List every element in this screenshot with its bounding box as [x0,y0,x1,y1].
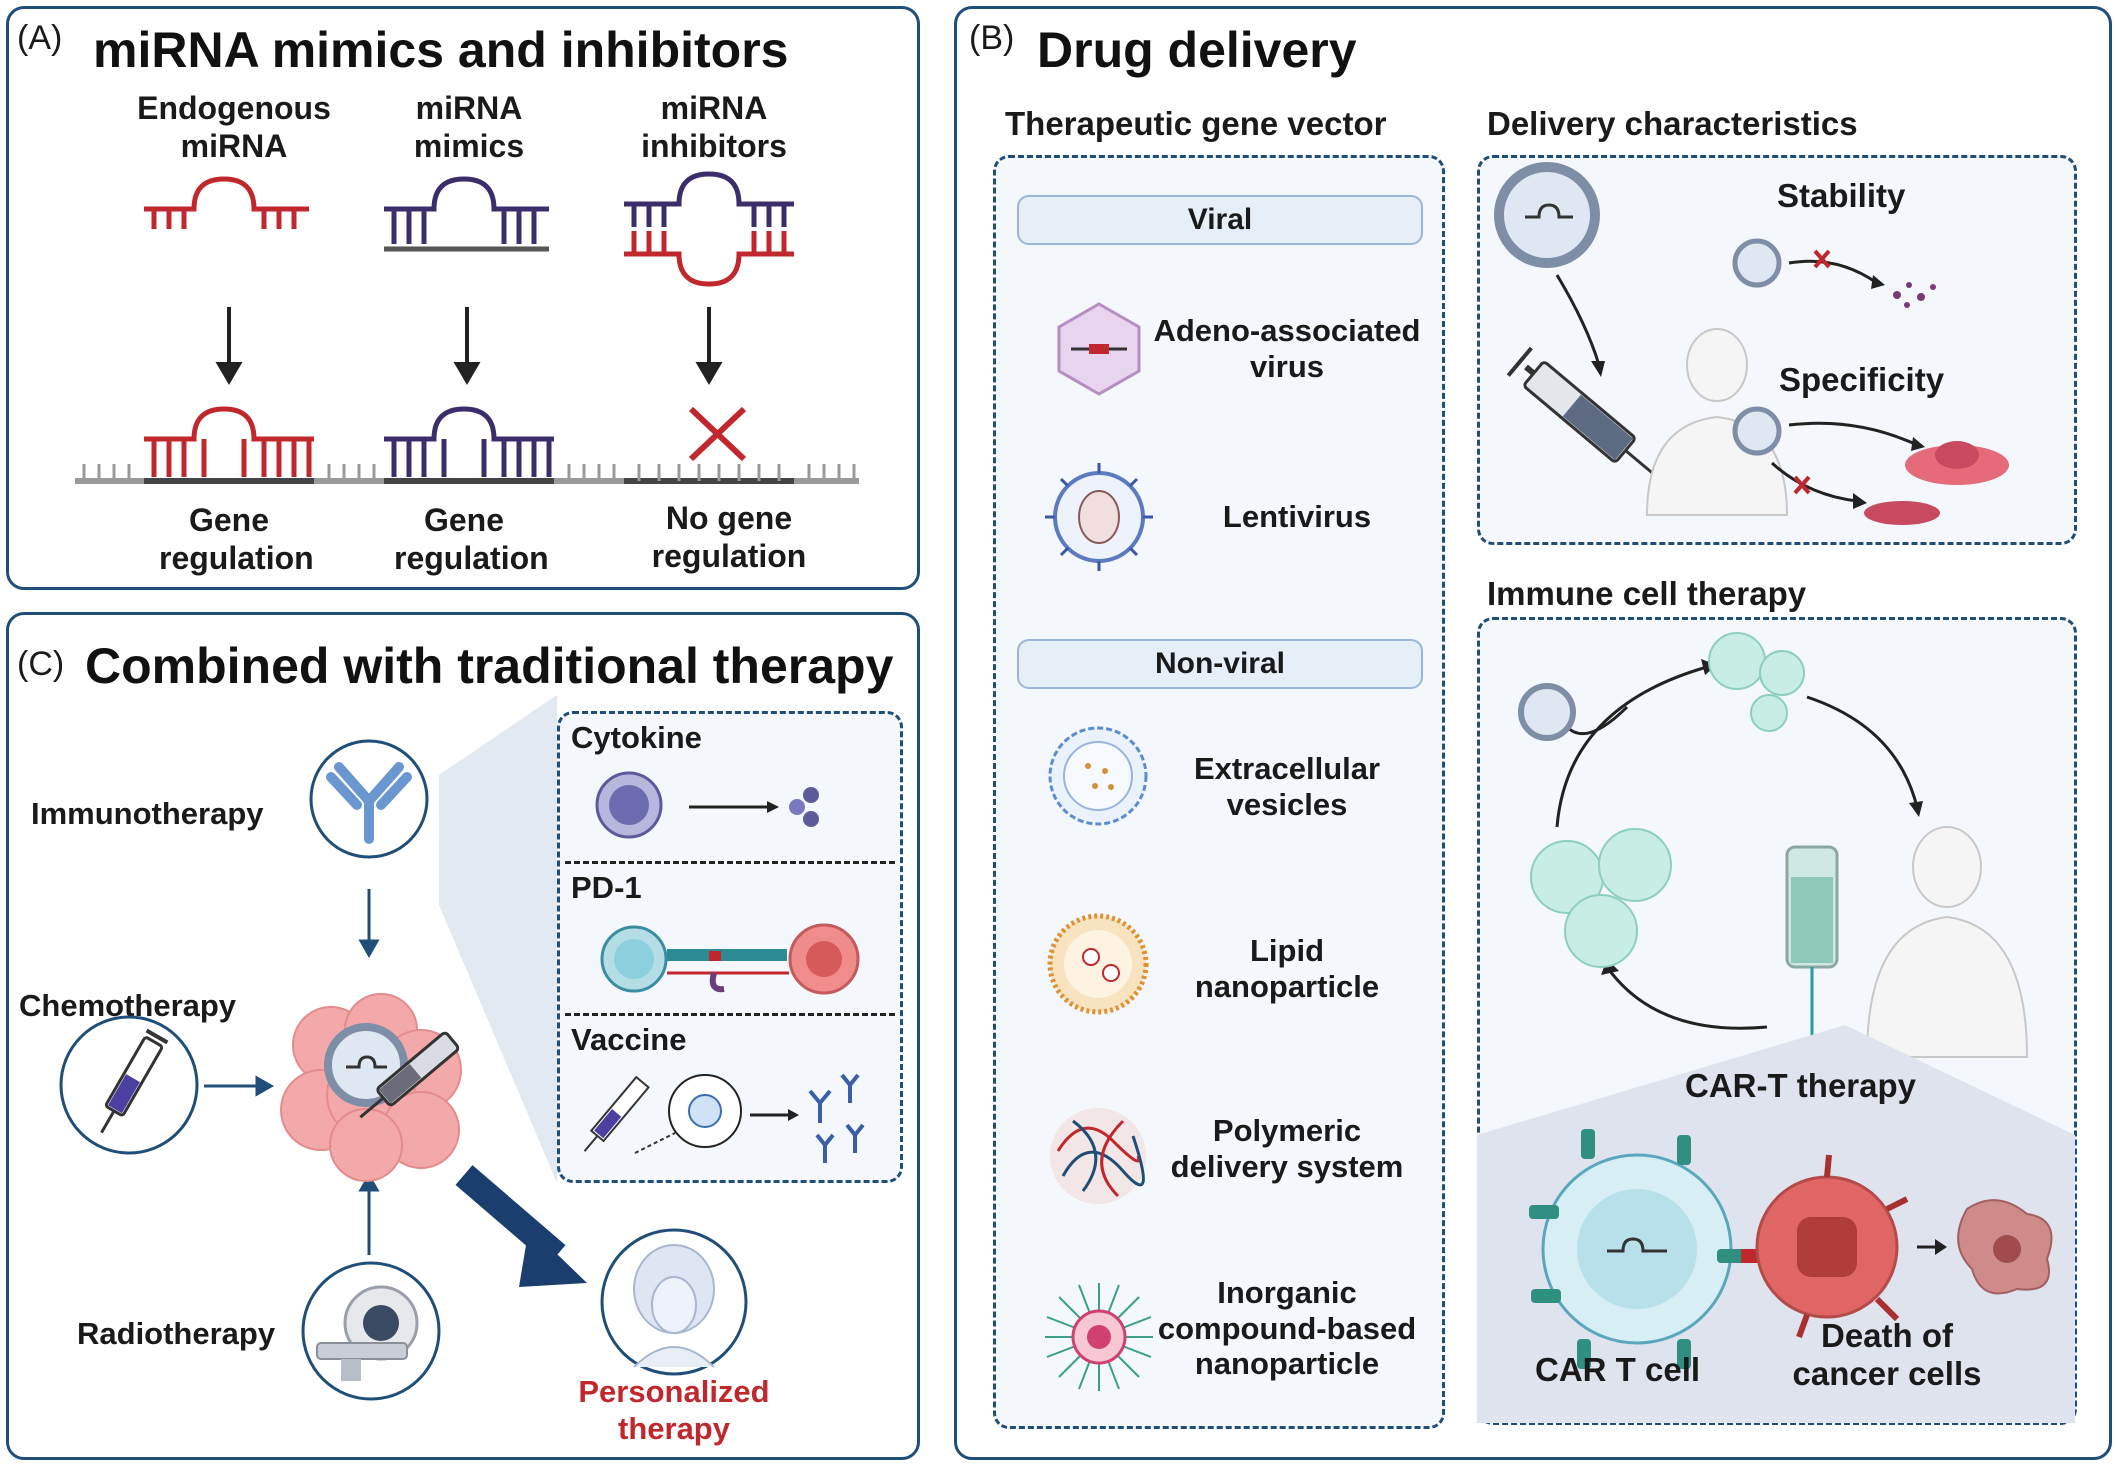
bound-mimic-icon [384,406,554,477]
death-of-cancer-cells-label: Death of cancer cells [1792,1317,1982,1392]
no-binding-x-icon [688,406,747,462]
panel-a: (A) miRNA mimics and inhibitors Endogeno… [6,6,920,590]
mirna-diagram [75,171,859,484]
extracellular-vesicle-icon [1048,726,1148,826]
panel-a-title: miRNA mimics and inhibitors [93,22,789,78]
therapeutic-gene-vector-header: Therapeutic gene vector [1005,105,1387,142]
panel-c-tag: (C) [17,645,65,683]
endogenous-mirna-label: Endogenous miRNA [137,90,331,165]
personalized-therapy-label: Personalized therapy [578,1374,770,1447]
panel-b: (B) Drug delivery Therapeutic gene vecto… [954,6,2112,1460]
immune-cell-therapy-header: Immune cell therapy [1487,575,1807,612]
inorganic-nanoparticle-icon [1045,1283,1153,1391]
aav-icon [1057,302,1141,396]
pd1-icon [600,923,860,995]
mirna-mimics-label: miRNA mimics [413,90,525,165]
non-viral-header: Non-viral [1017,639,1423,689]
panel-b-title: Drug delivery [1037,22,1357,78]
lentivirus-icon [1045,463,1153,571]
immunotherapy-label: Immunotherapy [31,796,264,831]
inorganic-nanoparticle-label: Inorganic compound-based nanoparticle [1157,1275,1417,1382]
radiotherapy-label: Radiotherapy [77,1316,276,1351]
lipid-nanoparticle-label: Lipid nanoparticle [1194,933,1380,1004]
syringe-icon [59,1015,199,1155]
down-arrow-icons [215,307,723,385]
no-gene-regulation-label: No gene regulation [651,500,807,575]
cart-therapy-label: CAR-T therapy [1685,1067,1917,1104]
bound-endogenous-icon [144,406,314,477]
specificity-label: Specificity [1779,361,1945,398]
gene-regulation-label-2: Gene regulation [394,502,549,577]
ct-scanner-icon [301,1261,441,1401]
divider-1 [565,861,895,864]
endogenous-mirna-icon [144,176,309,229]
mirna-mimic-icon [384,176,549,252]
gene-regulation-label-1: Gene regulation [159,502,314,577]
mirna-inhibitor-icon [624,171,794,287]
pd1-label: PD-1 [571,870,642,905]
antibody-icon [309,739,429,859]
delivery-illustration [1494,162,2009,525]
cytokine-icon [595,771,819,839]
panel-c-title: Combined with traditional therapy [85,638,894,694]
delivery-characteristics-header: Delivery characteristics [1487,105,1858,142]
panel-a-tag: (A) [17,19,63,57]
cart-illustration [1529,1129,2053,1369]
car-t-cell-label: CAR T cell [1535,1351,1701,1388]
zoom-wedge [204,695,587,1287]
stability-label: Stability [1777,177,1906,214]
panel-c: (C) Combined with traditional therapy Im… [6,612,920,1460]
mirna-inhibitors-label: miRNA inhibitors [641,90,787,165]
vaccine-label: Vaccine [571,1022,687,1057]
target-mrna-icon [75,464,859,484]
panel-b-tag: (B) [969,19,1015,57]
immune-cycle-illustration [1518,632,2029,1058]
divider-2 [565,1013,895,1016]
patient-face-icon [600,1228,748,1376]
aav-label: Adeno-associated virus [1153,313,1421,384]
lipid-nanoparticle-icon [1047,913,1149,1015]
lentivirus-label: Lentivirus [1222,499,1372,534]
vaccine-icon [583,1073,865,1163]
cytokine-label: Cytokine [571,720,702,755]
tumor-cluster-icon [280,993,462,1182]
extracellular-vesicles-label: Extracellular vesicles [1193,751,1381,822]
polymeric-delivery-icon [1050,1108,1146,1204]
polymeric-delivery-label: Polymeric delivery system [1170,1113,1404,1184]
viral-header: Viral [1017,195,1423,245]
